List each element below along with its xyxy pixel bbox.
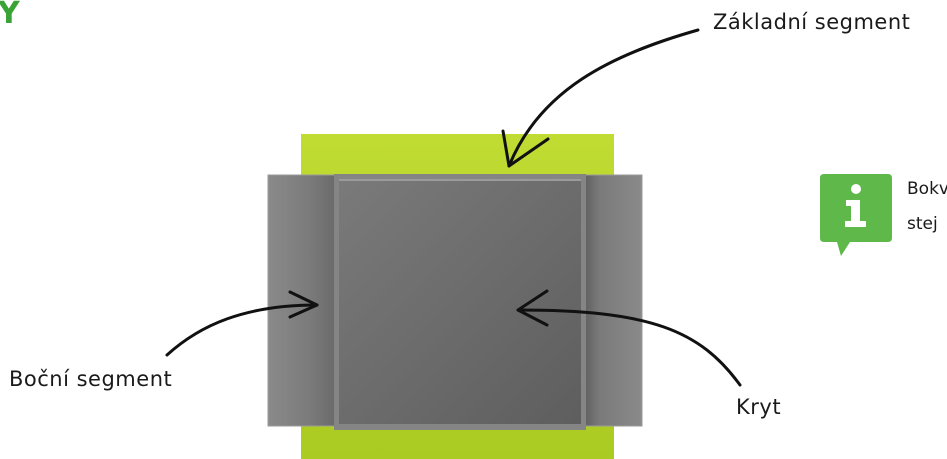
info-note-line-1: Bokv	[907, 179, 947, 199]
label-cover: Kryt	[736, 395, 781, 419]
cover-plate	[339, 180, 581, 424]
info-icon	[820, 174, 892, 256]
label-base-segment: Základní segment	[713, 10, 910, 34]
info-note-line-2: stej	[907, 214, 938, 234]
left-side-segment	[268, 175, 336, 426]
right-side-segment	[581, 175, 642, 426]
label-side-segment: Boční segment	[9, 367, 172, 391]
